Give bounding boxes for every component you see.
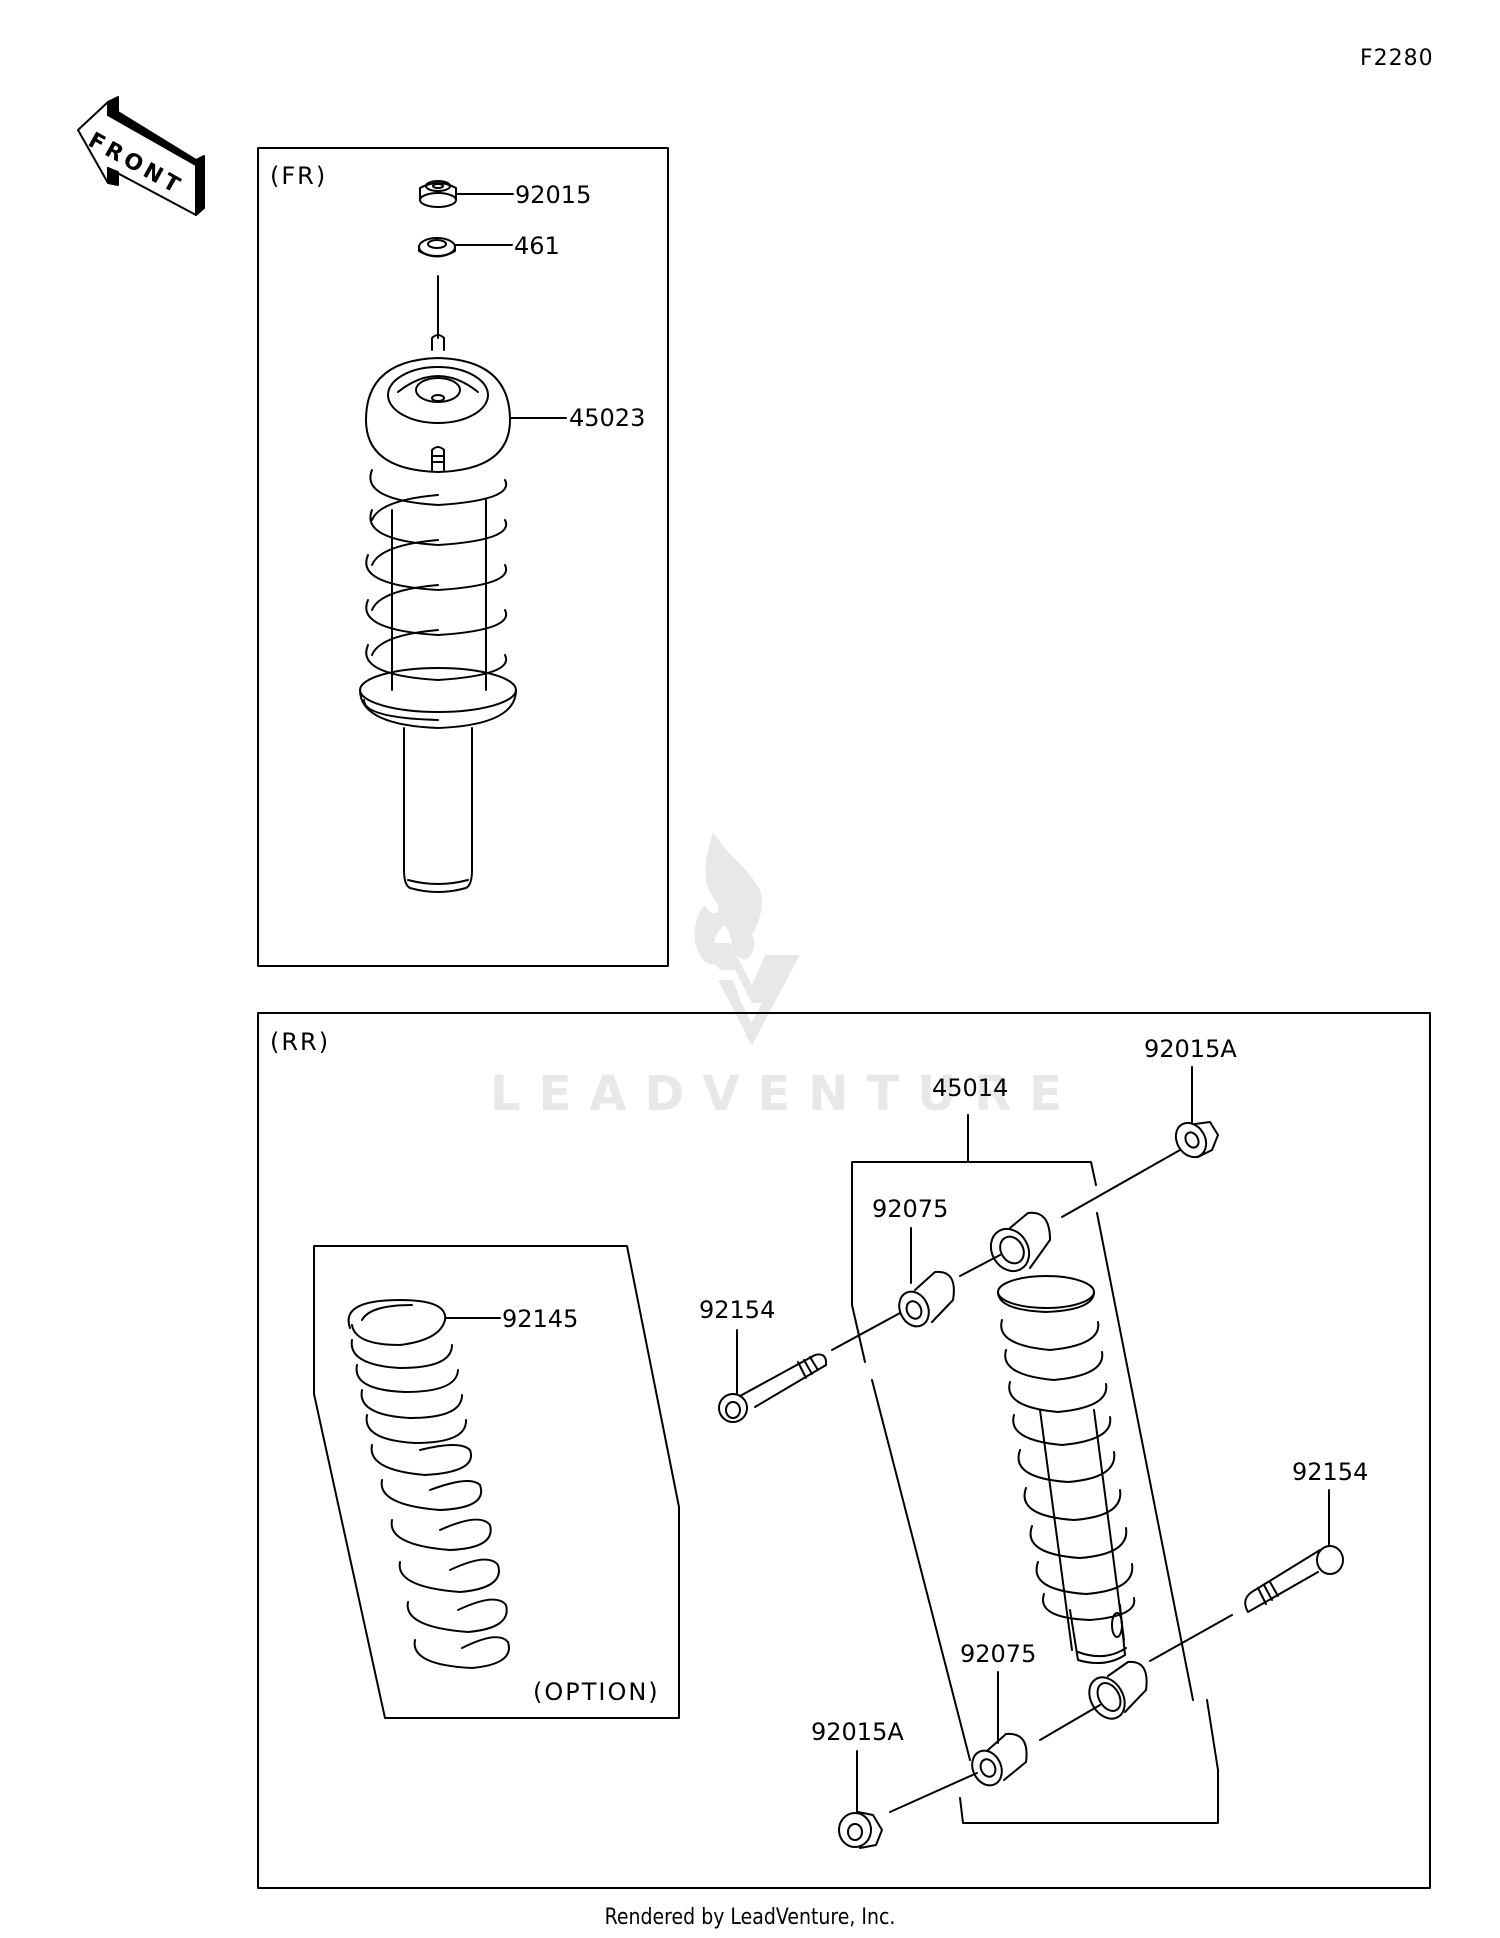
front-direction-arrow-icon bbox=[77, 96, 205, 216]
option-box bbox=[313, 1245, 680, 1719]
rear-section-label: (RR) bbox=[270, 1028, 331, 1056]
front-shock-45023-drawing bbox=[359, 334, 517, 893]
part-callout-92154-upper[interactable]: 92154 bbox=[699, 1296, 776, 1324]
rear-spring-92145-drawing bbox=[347, 1299, 510, 1669]
part-callout-92015[interactable]: 92015 bbox=[515, 181, 592, 209]
part-callout-92015A-upper[interactable]: 92015A bbox=[1144, 1035, 1237, 1063]
washer-461-drawing bbox=[418, 237, 456, 258]
upper-bushing-92075-drawing bbox=[898, 1270, 955, 1328]
lower-bolt-92154-drawing bbox=[1244, 1545, 1344, 1613]
part-callout-92075-lower[interactable]: 92075 bbox=[960, 1640, 1037, 1668]
part-callout-461[interactable]: 461 bbox=[514, 232, 560, 260]
part-callout-45023[interactable]: 45023 bbox=[569, 404, 646, 432]
upper-nut-92015A-drawing bbox=[1174, 1121, 1219, 1159]
part-callout-92145[interactable]: 92145 bbox=[502, 1305, 579, 1333]
part-callout-92154-lower[interactable]: 92154 bbox=[1292, 1458, 1369, 1486]
lower-bushing-92075-drawing bbox=[971, 1732, 1028, 1787]
front-section-label: (FR) bbox=[270, 162, 328, 190]
part-callout-92015A-lower[interactable]: 92015A bbox=[811, 1718, 904, 1746]
option-label: (OPTION) bbox=[533, 1678, 660, 1706]
rear-shock-body-drawing bbox=[989, 1211, 1148, 1720]
upper-bolt-92154-drawing bbox=[718, 1353, 828, 1423]
figure-id: F2280 bbox=[1360, 46, 1434, 71]
footer-credit: Rendered by LeadVenture, Inc. bbox=[604, 1905, 896, 1930]
part-callout-45014[interactable]: 45014 bbox=[932, 1074, 1009, 1102]
lower-nut-92015A-drawing bbox=[838, 1811, 883, 1849]
front-section-box bbox=[257, 147, 669, 967]
rear-section-box bbox=[257, 1012, 1431, 1889]
front-nut-92015-drawing bbox=[419, 180, 457, 208]
part-callout-92075-upper[interactable]: 92075 bbox=[872, 1195, 949, 1223]
group-bracket-45014 bbox=[851, 1161, 1097, 1306]
watermark-text: LEADVENTURE bbox=[490, 1066, 1080, 1122]
